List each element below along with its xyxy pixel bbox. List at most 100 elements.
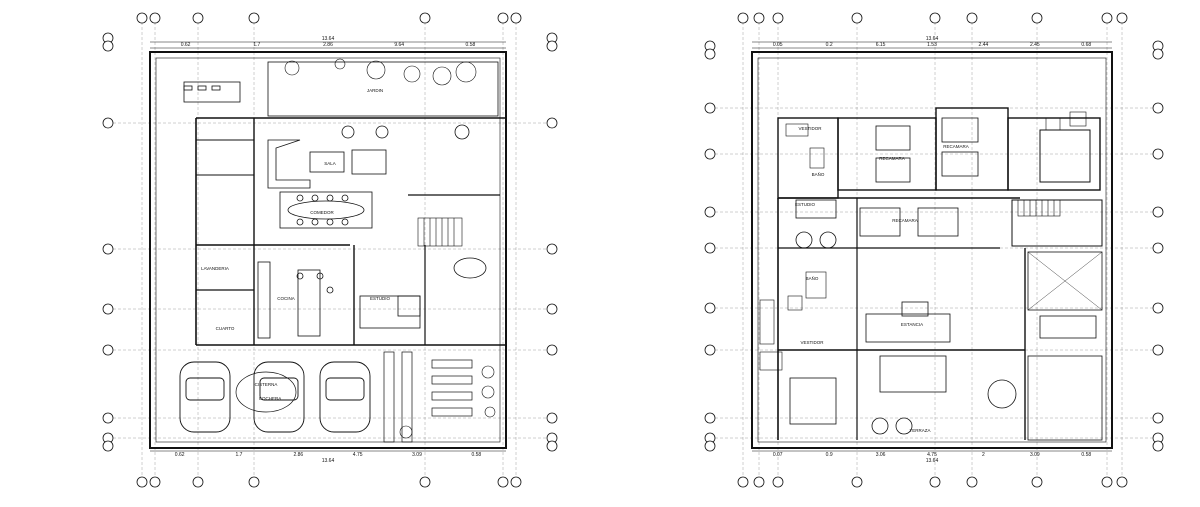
upper-floor-plan — [710, 22, 1158, 478]
axis-bubble-left — [102, 440, 114, 452]
dimension-label-top: 9.64 — [394, 42, 404, 48]
axis-bubble-top — [966, 12, 978, 24]
dimension-label-top: 2.45 — [1030, 42, 1040, 48]
axis-bubble-right — [1152, 344, 1164, 356]
dimension-label-top: 0.58 — [466, 42, 476, 48]
dimension-label-top: 1.53 — [927, 42, 937, 48]
axis-bubble-top — [149, 12, 161, 24]
room-label: VESTIDOR — [800, 340, 824, 345]
sofa — [267, 139, 387, 189]
axis-bubble-left — [704, 102, 716, 114]
axis-bubble-left — [704, 48, 716, 60]
dimension-label-bottom: 3.09 — [1030, 452, 1040, 458]
room-label: ESTUDIO — [370, 296, 391, 301]
axis-bubble-top — [1101, 12, 1113, 24]
axis-bubble-bottom — [419, 476, 431, 488]
axis-bubble-right — [1152, 440, 1164, 452]
axis-bubble-bottom — [737, 476, 749, 488]
axis-bubble-bottom — [149, 476, 161, 488]
dining-table — [279, 191, 373, 229]
armchairs — [341, 124, 470, 140]
axis-bubble-top — [851, 12, 863, 24]
axis-bubble-top — [753, 12, 765, 24]
axis-bubble-top — [1031, 12, 1043, 24]
dimension-label-top: 2.86 — [323, 42, 333, 48]
axis-bubble-right — [546, 440, 558, 452]
exterior-steps — [383, 351, 473, 443]
axis-bubble-bottom — [772, 476, 784, 488]
axis-bubble-top — [737, 12, 749, 24]
room-label: COMEDOR — [310, 210, 334, 215]
axis-bubble-bottom — [510, 476, 522, 488]
dimension-label-bottom: 0.62 — [175, 452, 185, 458]
axis-bubble-bottom — [248, 476, 260, 488]
dimension-label-top: 0.2 — [826, 42, 833, 48]
axis-bubble-bottom — [753, 476, 765, 488]
dimension-label-bottom: 0.9 — [826, 452, 833, 458]
dimension-label-bottom: 3.06 — [876, 452, 886, 458]
dimension-label-bottom: 0.07 — [773, 452, 783, 458]
axis-bubble-right — [1152, 48, 1164, 60]
axis-bubble-right — [546, 117, 558, 129]
axis-bubble-right — [1152, 242, 1164, 254]
upper-furniture — [789, 199, 1097, 435]
outer-wall — [751, 51, 1113, 449]
void-area — [1027, 251, 1103, 311]
dimension-label-bottom: 1.7 — [236, 452, 243, 458]
axis-bubble-left — [704, 242, 716, 254]
axis-bubble-top — [248, 12, 260, 24]
axis-bubble-bottom — [851, 476, 863, 488]
axis-bubble-bottom — [1031, 476, 1043, 488]
axis-bubble-top — [772, 12, 784, 24]
axis-bubble-left — [704, 206, 716, 218]
axis-bubble-top — [929, 12, 941, 24]
axis-bubble-left — [704, 440, 716, 452]
axis-bubble-top — [192, 12, 204, 24]
cars — [179, 361, 371, 433]
axis-bubble-bottom — [929, 476, 941, 488]
axis-bubble-left — [704, 148, 716, 160]
dimension-label-top: 2.44 — [979, 42, 989, 48]
axis-bubble-bottom — [966, 476, 978, 488]
room-label: RECAMARA — [943, 144, 969, 149]
dimension-label-top: 0.62 — [181, 42, 191, 48]
axis-bubble-right — [546, 344, 558, 356]
dimension-label-bottom: 3.09 — [412, 452, 422, 458]
room-label: JARDIN — [367, 88, 383, 93]
room-label: CUARTO — [216, 326, 235, 331]
garden-area — [267, 61, 499, 117]
axis-bubble-left — [102, 344, 114, 356]
room-label: TERRAZA — [909, 428, 930, 433]
axis-bubble-right — [1152, 302, 1164, 314]
room-label: VESTIDOR — [798, 126, 822, 131]
room-label: ESTANCIA — [901, 322, 923, 327]
stairs — [1017, 199, 1061, 217]
axis-bubble-right — [546, 40, 558, 52]
axis-bubble-right — [1152, 206, 1164, 218]
room-label: RECAMARA — [892, 218, 918, 223]
room-label: ESTUDIO — [795, 202, 816, 207]
axis-bubble-left — [102, 303, 114, 315]
study-furniture — [359, 295, 421, 329]
axis-bubble-left — [704, 302, 716, 314]
axis-bubble-left — [102, 412, 114, 424]
dimension-label-bottom: 0.58 — [471, 452, 481, 458]
dimension-label-top: 0.68 — [1081, 42, 1091, 48]
outer-wall — [149, 51, 507, 449]
axis-bubble-left — [102, 40, 114, 52]
room-label: COCINA — [277, 296, 295, 301]
axis-bubble-right — [1152, 148, 1164, 160]
dimension-label-bottom: 2.86 — [293, 452, 303, 458]
axis-bubble-right — [546, 243, 558, 255]
room-label: BAÑO — [812, 171, 825, 177]
dimension-total-top: 13.64 — [926, 36, 939, 42]
axis-bubble-top — [419, 12, 431, 24]
axis-bubble-top — [510, 12, 522, 24]
axis-bubble-top — [136, 12, 148, 24]
axis-bubble-bottom — [497, 476, 509, 488]
outdoor-dining — [183, 81, 241, 103]
